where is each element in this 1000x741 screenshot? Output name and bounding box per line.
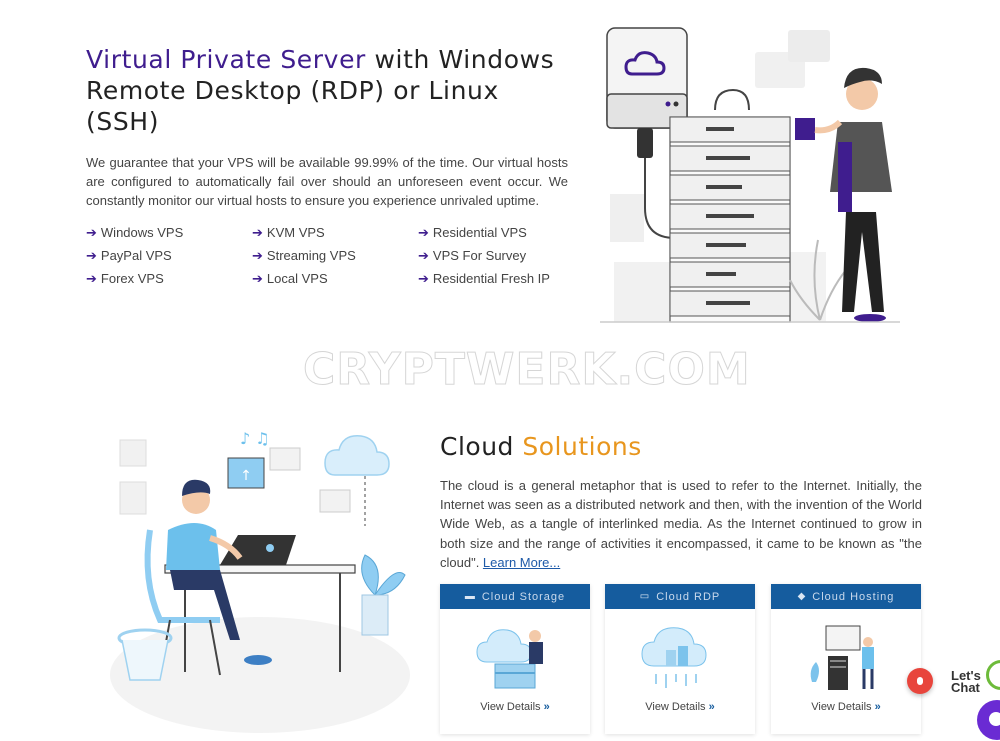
cloud-rdp-illustration — [641, 627, 707, 688]
vps-title-accent: Virtual Private Server — [86, 45, 366, 74]
feature-item[interactable]: ➔Local VPS — [252, 270, 328, 287]
watermark: CRYPTWERK.COM — [303, 344, 751, 396]
arrow-right-icon: ➔ — [86, 247, 97, 263]
storage-icon: ▬ — [464, 591, 476, 602]
arrow-right-icon: ➔ — [86, 270, 97, 286]
svg-text:↑: ↑ — [240, 468, 252, 484]
card-cloud-storage[interactable]: ▬Cloud Storage View Details » — [440, 584, 590, 734]
vps-title: Virtual Private Server with Windows Remo… — [86, 44, 568, 137]
feature-item[interactable]: ➔Windows VPS — [86, 224, 184, 241]
notification-bell-button[interactable] — [907, 668, 933, 694]
view-details-link[interactable]: View Details » — [480, 701, 550, 713]
chat-avatar-ring[interactable] — [986, 660, 1000, 690]
view-details-link[interactable]: View Details » — [811, 701, 881, 713]
cloud-section: Cloud Solutions The cloud is a general m… — [440, 430, 922, 572]
learn-more-link[interactable]: Learn More... — [482, 554, 561, 570]
double-chevron-right-icon: » — [708, 701, 715, 713]
arrow-right-icon: ➔ — [86, 224, 97, 240]
cloud-description: The cloud is a general metaphor that is … — [440, 478, 922, 570]
cloud-service-cards: ▬Cloud Storage View Details » ▭Cloud RDP… — [440, 584, 922, 734]
cloud-title-accent: Solutions — [522, 432, 642, 461]
cloud-worker-illustration: ↑ ♪ ♫ — [110, 429, 410, 733]
cloud-storage-illustration — [476, 629, 543, 689]
feature-item[interactable]: ➔Streaming VPS — [252, 247, 356, 264]
arrow-right-icon: ➔ — [418, 247, 429, 263]
view-details-link[interactable]: View Details » — [645, 701, 715, 713]
card-cloud-hosting[interactable]: ◆Cloud Hosting View Details » — [771, 584, 921, 734]
svg-text:♪ ♫: ♪ ♫ — [240, 429, 270, 448]
feature-item[interactable]: ➔Residential VPS — [418, 224, 527, 241]
vps-section: Virtual Private Server with Windows Remo… — [86, 44, 568, 287]
card-header: ▬Cloud Storage — [440, 584, 590, 609]
cloud-hosting-illustration — [810, 625, 874, 690]
double-chevron-right-icon: » — [543, 701, 550, 713]
feature-item[interactable]: ➔VPS For Survey — [418, 247, 527, 264]
desktop-icon: ▭ — [639, 591, 651, 602]
server-icon: ◆ — [797, 591, 807, 602]
card-header: ◆Cloud Hosting — [771, 584, 921, 609]
arrow-right-icon: ➔ — [252, 224, 263, 240]
vps-title-rest: with Windows Remote Desktop (RDP) or Lin… — [86, 45, 555, 136]
feature-item[interactable]: ➔Forex VPS — [86, 270, 164, 287]
arrow-right-icon: ➔ — [252, 270, 263, 286]
card-header: ▭Cloud RDP — [605, 584, 755, 609]
feature-item[interactable]: ➔KVM VPS — [252, 224, 325, 241]
card-cloud-rdp[interactable]: ▭Cloud RDP View Details » — [605, 584, 755, 734]
vps-feature-list: ➔Windows VPS ➔KVM VPS ➔Residential VPS ➔… — [86, 224, 568, 287]
feature-item[interactable]: ➔PayPal VPS — [86, 247, 172, 264]
cloud-title: Cloud Solutions — [440, 430, 922, 464]
vps-description: We guarantee that your VPS will be avail… — [86, 155, 568, 208]
feature-item[interactable]: ➔Residential Fresh IP — [418, 270, 550, 287]
cloud-title-plain: Cloud — [440, 432, 523, 461]
chat-bubble-icon[interactable] — [977, 700, 1000, 740]
server-rack-illustration — [600, 27, 900, 323]
arrow-right-icon: ➔ — [418, 270, 429, 286]
arrow-right-icon: ➔ — [252, 247, 263, 263]
arrow-right-icon: ➔ — [418, 224, 429, 240]
double-chevron-right-icon: » — [874, 701, 881, 713]
